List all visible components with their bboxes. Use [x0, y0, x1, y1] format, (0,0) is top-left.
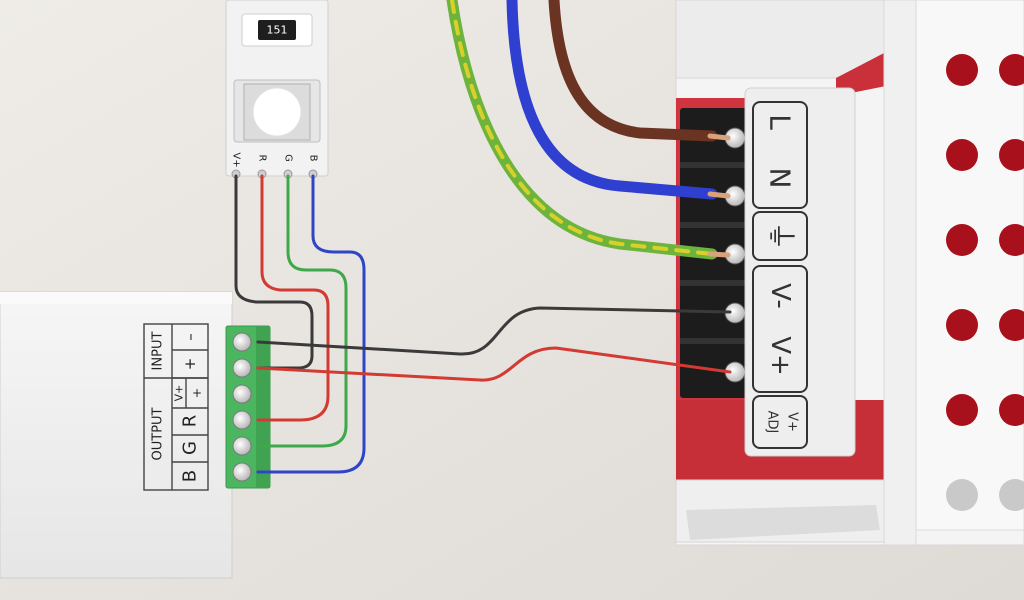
wire-led-vplus: [234, 174, 314, 370]
screw-icon: [232, 358, 252, 378]
resistor-code: 151: [267, 24, 288, 37]
psu-label-n: N: [764, 168, 797, 189]
led-module: 151 V+ R G B: [225, 0, 329, 179]
wire-brown-live: [548, 0, 718, 142]
psu-terminal-labels: [752, 101, 808, 449]
input-label: INPUT: [151, 332, 166, 371]
led-resistor: [258, 20, 296, 40]
psu-label-earth: ⏚: [763, 221, 798, 251]
output-cell-r: R: [180, 415, 201, 428]
pin-label-b: B: [308, 155, 319, 162]
wire-led-green: [256, 174, 348, 448]
input-cell-plus: +: [181, 358, 199, 371]
led-controller: INPUT OUTPUT – + V+ + R G B: [0, 291, 271, 579]
psu-top-red-edge: [836, 52, 886, 96]
psu-top-shelf: [675, 0, 887, 79]
psu-side-strip: [883, 0, 917, 546]
psu-label-adj-bottom: ADJ: [765, 411, 780, 434]
psu-label-v-plus: V+: [765, 336, 795, 376]
controller-label-table: [143, 323, 209, 491]
input-cell-vplus: V+: [173, 385, 186, 402]
terminal-dividers: [680, 162, 750, 344]
pin-label-g: G: [283, 154, 294, 162]
terminal-block-screws: [232, 332, 252, 482]
screw-icon: [232, 436, 252, 456]
vent-holes: [946, 54, 1024, 511]
psu-label-adj-top: V+: [785, 412, 800, 432]
wire-input-minus: [256, 306, 732, 356]
screw-icon: [232, 410, 252, 430]
psu-label-v-minus: V-: [765, 283, 795, 309]
screw-icon: [232, 384, 252, 404]
output-cell-b: B: [180, 470, 201, 482]
psu-label-l: L: [764, 114, 797, 130]
terminal-block-side: [256, 326, 270, 488]
terminal-screws: [724, 127, 746, 383]
mains-wires: [446, 0, 731, 260]
wire-led-red: [256, 174, 330, 422]
screw-icon: [232, 462, 252, 482]
output-label: OUTPUT: [151, 407, 166, 460]
wire-led-blue: [256, 174, 366, 474]
wire-blue-neutral: [506, 0, 718, 200]
wire-earth-yellow: [450, 0, 714, 256]
led-lens: [252, 87, 302, 137]
bare-wire-ends: [707, 133, 731, 258]
input-cell-minus: –: [181, 333, 199, 341]
pin-label-vplus: V+: [231, 152, 242, 167]
wire-input-plus: [256, 346, 732, 382]
pin-label-r: R: [257, 155, 268, 162]
psu-bottom-face: [686, 505, 880, 540]
psu-label-panel: [744, 87, 856, 457]
low-voltage-wires: [234, 174, 732, 474]
led-solder-pads: [231, 169, 318, 179]
input-cell-vplus-sign: +: [192, 386, 202, 400]
output-cell-g: G: [180, 441, 201, 455]
power-supply: L N ⏚ V- V+ V+ ADJ: [675, 0, 1024, 546]
controller-top: [0, 292, 232, 304]
screw-icon: [232, 332, 252, 352]
